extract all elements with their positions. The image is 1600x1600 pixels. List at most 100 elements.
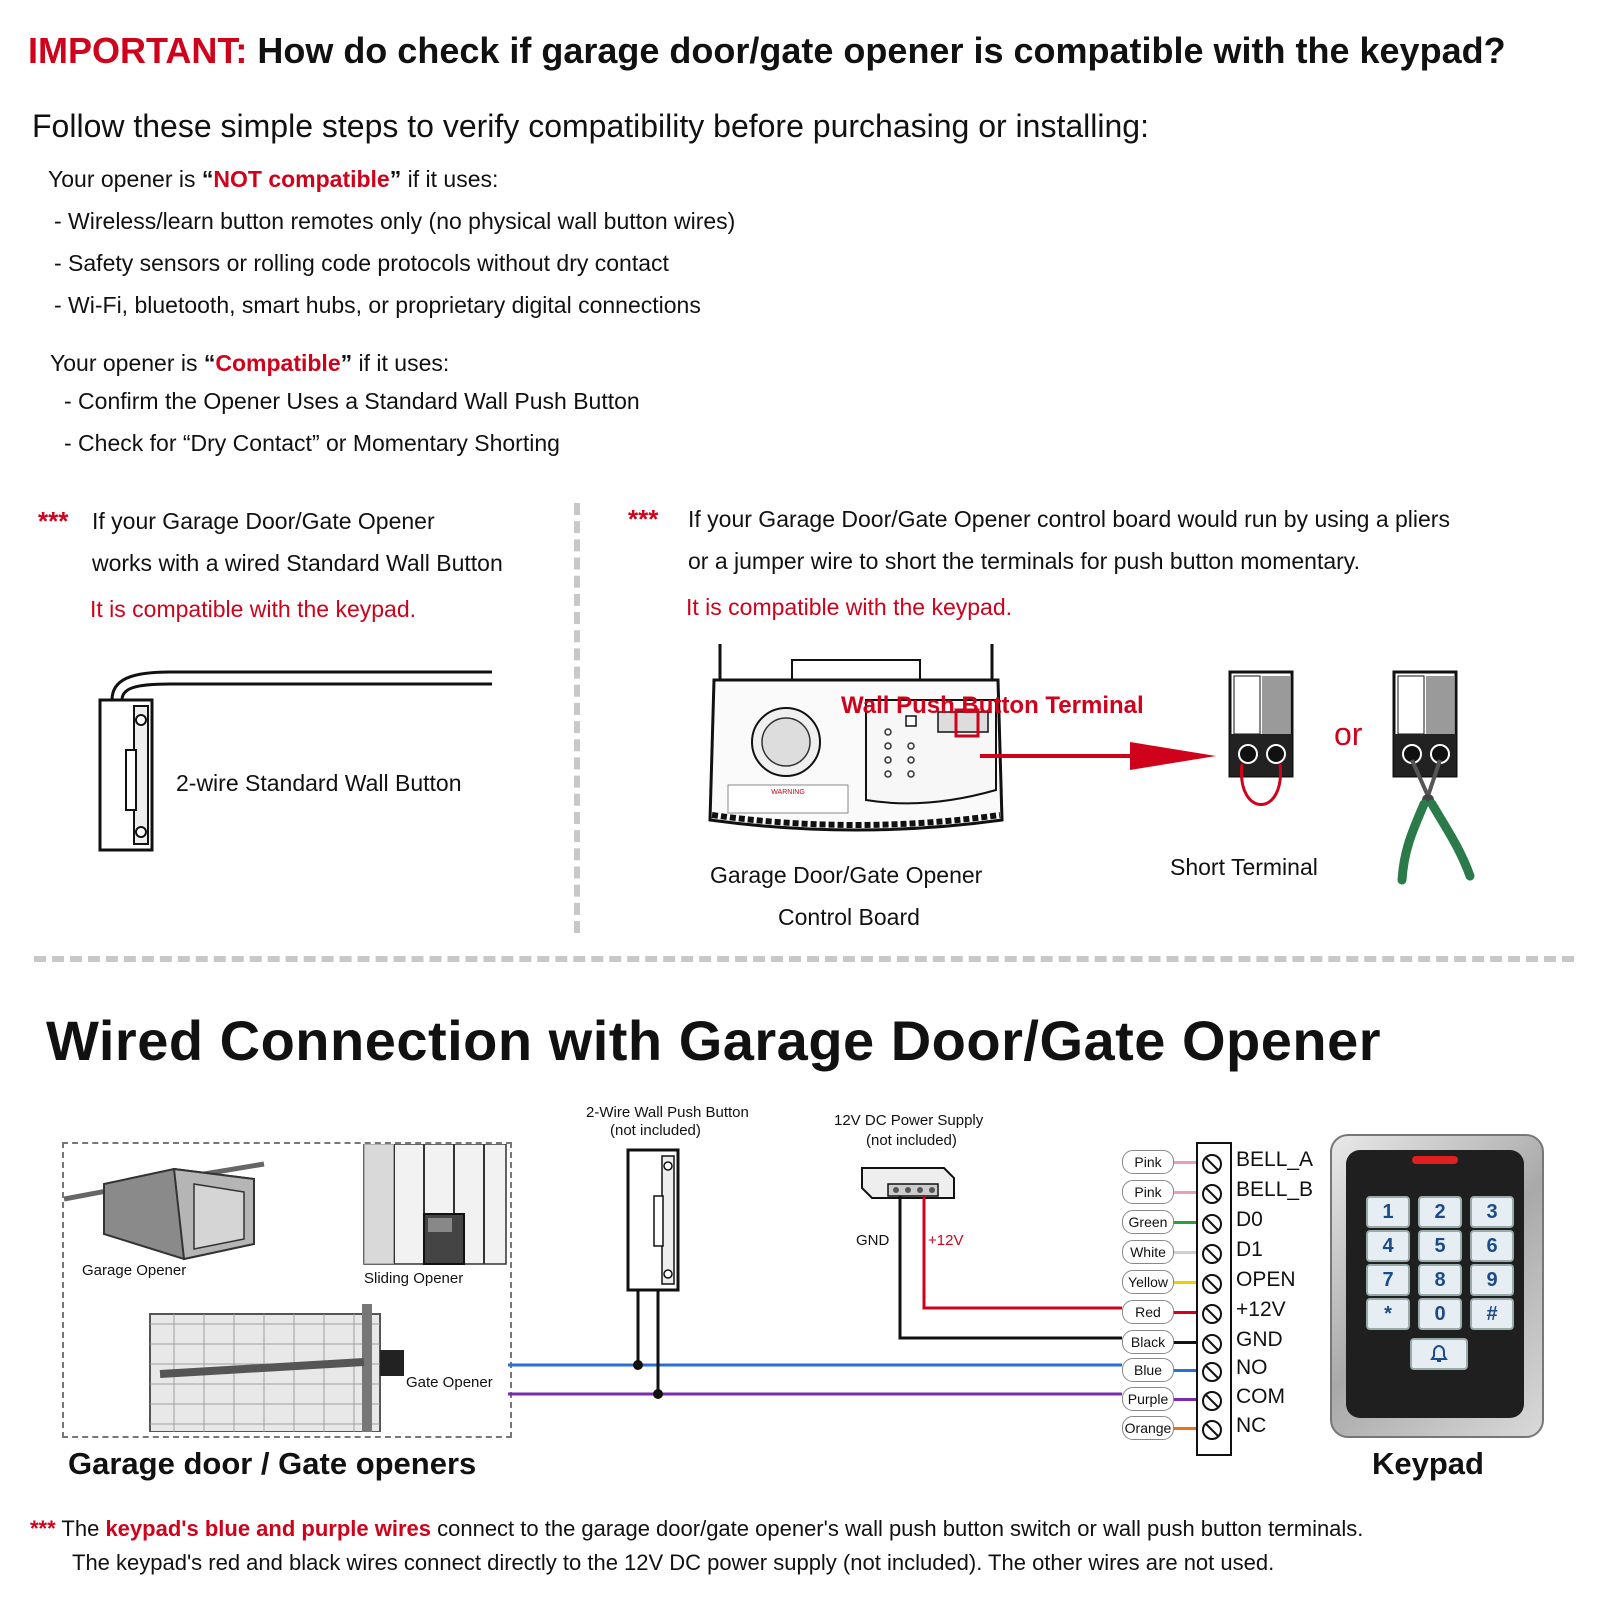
vertical-divider [574,503,580,933]
board-warning: WARNING [771,789,805,796]
lead-after: if it uses: [401,166,499,192]
key-6[interactable]: 6 [1470,1230,1514,1262]
pliers-terminal-illustration [1392,670,1475,885]
push-button-illustration [626,1148,680,1292]
wire-color-name: Green [1128,1214,1168,1230]
quote-open: “ [201,166,214,192]
jumper-terminal-illustration [1228,670,1294,806]
wire-color-name: Yellow [1128,1274,1168,1290]
wire-color-name: White [1130,1244,1166,1260]
wire-pill: Black [1122,1330,1174,1354]
right-stars: *** [628,504,659,534]
wire-pill: Pink [1122,1150,1174,1174]
important-label: IMPORTANT: [28,30,248,71]
terminal-name: D0 [1236,1208,1263,1231]
wire-pill: Purple [1122,1387,1174,1411]
openers-box [62,1142,512,1438]
keypad-caption: Keypad [1372,1446,1484,1481]
wire-color-name: Black [1130,1334,1166,1350]
not-compatible-item: - Wireless/learn button remotes only (no… [54,208,736,234]
wire-color-name: Orange [1124,1420,1172,1436]
arrow-icon [980,742,1216,770]
psu-note: (not included) [866,1132,957,1149]
key-9[interactable]: 9 [1470,1264,1514,1296]
terminal-name: NC [1236,1414,1267,1437]
right-line2: or a jumper wire to short the terminals … [688,548,1360,574]
not-compatible-lead: Your opener is “NOT compatible” if it us… [48,166,498,193]
push-button-label: 2-Wire Wall Push Button [586,1104,749,1121]
key-star[interactable]: * [1366,1298,1410,1330]
key-1[interactable]: 1 [1366,1196,1410,1228]
terminal-screw-icon [1202,1304,1222,1324]
footer-after: connect to the garage door/gate opener's… [431,1516,1364,1541]
gate-opener-label: Gate Opener [406,1374,493,1391]
wired-title: Wired Connection with Garage Door/Gate O… [46,1009,1382,1072]
wire-pill: Orange [1122,1416,1174,1440]
footer-before: The [61,1516,106,1541]
highlight-box [954,708,980,738]
openers-caption: Garage door / Gate openers [68,1446,477,1481]
board-caption-1: Garage Door/Gate Opener [710,862,983,888]
compatible-lead: Your opener is “Compatible” if it uses: [50,350,449,377]
key-3[interactable]: 3 [1470,1196,1514,1228]
psu-label: 12V DC Power Supply [834,1112,984,1129]
key-8[interactable]: 8 [1418,1264,1462,1296]
horizontal-divider [34,956,1574,962]
board-caption-2: Control Board [778,904,920,930]
left-stars: *** [38,506,69,536]
wire-stub [1174,1251,1196,1254]
wall-push-terminal-label: Wall Push Button Terminal [841,692,1144,719]
left-line1: If your Garage Door/Gate Opener [92,508,435,534]
terminal-name: GND [1236,1328,1283,1351]
keypad-led [1412,1156,1458,1164]
keypad-keys: .key { position:absolute; width:40px; he… [1360,1176,1516,1386]
wire-pill: Red [1122,1300,1174,1324]
or-label: or [1334,716,1363,752]
page-title: IMPORTANT: How do check if garage door/g… [28,30,1506,72]
wire-pill: Yellow [1122,1270,1174,1294]
terminal-screw-icon [1202,1391,1222,1411]
wire-stub [1174,1221,1196,1224]
compatible-item: - Check for “Dry Contact” or Momentary S… [64,430,560,456]
not-compatible-item: - Wi-Fi, bluetooth, smart hubs, or propr… [54,292,701,318]
footer-stars: *** [30,1516,56,1541]
wire-color-name: Red [1135,1304,1161,1320]
key-2[interactable]: 2 [1418,1196,1462,1228]
key-hash[interactable]: # [1470,1298,1514,1330]
garage-opener-label: Garage Opener [82,1262,187,1279]
right-line1: If your Garage Door/Gate Opener control … [688,506,1450,532]
wire-stub [1174,1369,1196,1372]
wire-color-name: Blue [1133,1362,1163,1378]
footer-line-1: *** The keypad's blue and purple wires c… [30,1516,1363,1542]
wire-stub [1174,1191,1196,1194]
lead-after: if it uses: [352,350,450,376]
wire-color-name: Pink [1134,1184,1162,1200]
right-compatible: It is compatible with the keypad. [686,594,1012,620]
key-5[interactable]: 5 [1418,1230,1462,1262]
lead-before: Your opener is [50,350,204,376]
terminal-screw-icon [1202,1244,1222,1264]
wire-stub [1174,1427,1196,1430]
quote-close: ” [340,350,353,376]
bell-key[interactable] [1410,1338,1468,1370]
short-terminal-caption: Short Terminal [1170,854,1318,880]
terminal-screw-icon [1202,1274,1222,1294]
key-7[interactable]: 7 [1366,1264,1410,1296]
sliding-opener-label: Sliding Opener [364,1270,464,1287]
wire-stub [1174,1281,1196,1284]
not-compatible-item: - Safety sensors or rolling code protoco… [54,250,669,276]
terminal-name: BELL_A [1236,1148,1314,1171]
wire-pill: Pink [1122,1180,1174,1204]
psu-gnd-label: GND [856,1232,890,1249]
key-4[interactable]: 4 [1366,1230,1410,1262]
key-0[interactable]: 0 [1418,1298,1462,1330]
wire-stub [1174,1398,1196,1401]
terminal-screw-icon [1202,1362,1222,1382]
intro-text: Follow these simple steps to verify comp… [32,108,1149,144]
terminal-name: +12V [1236,1298,1286,1321]
terminal-name: COM [1236,1385,1285,1408]
wire-color-name: Pink [1134,1154,1162,1170]
left-line2: works with a wired Standard Wall Button [92,550,503,576]
wire-stub [1174,1311,1196,1314]
